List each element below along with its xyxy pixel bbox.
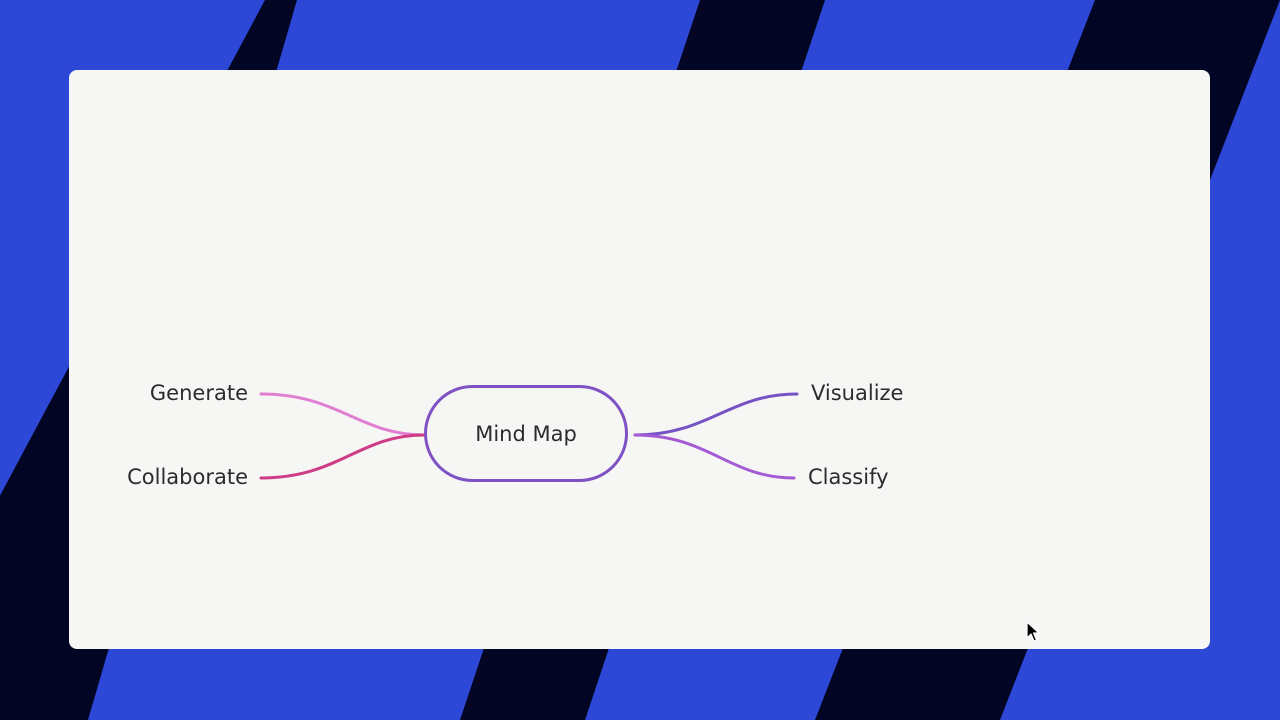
central-topic-label: Mind Map — [475, 421, 577, 446]
topic-generate[interactable]: Generate — [149, 381, 248, 405]
branch-generate[interactable] — [259, 392, 426, 437]
branch-classify[interactable] — [633, 433, 796, 480]
topic-collaborate[interactable]: Collaborate — [127, 465, 248, 489]
topic-visualize[interactable]: Visualize — [811, 381, 904, 405]
mind-map-branches — [259, 392, 799, 480]
mind-map-canvas[interactable]: Mind Map Generate Collaborate Visualize … — [69, 70, 1210, 649]
topic-classify[interactable]: Classify — [808, 465, 889, 489]
branch-collaborate[interactable] — [259, 433, 426, 480]
central-topic-node[interactable]: Mind Map — [424, 385, 628, 482]
branch-visualize[interactable] — [633, 392, 799, 437]
mouse-cursor-icon — [1026, 621, 1040, 642]
